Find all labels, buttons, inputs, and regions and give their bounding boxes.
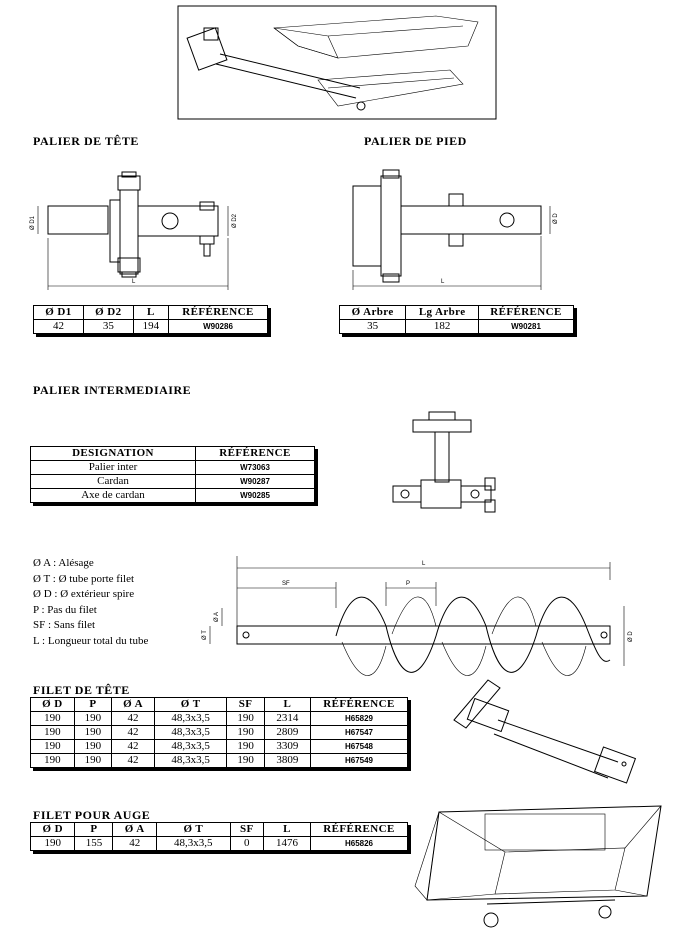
palier-tete-table: Ø D1 Ø D2 L RÉFÉRENCE 42 35 194 W90286 xyxy=(33,305,268,334)
col-header: Lg Arbre xyxy=(405,305,479,320)
table-row: 35 182 W90281 xyxy=(338,319,574,334)
table-row: Axe de cardan W90285 xyxy=(30,488,315,503)
col-header: P xyxy=(73,697,113,712)
table-row: Palier inter W73063 xyxy=(30,460,315,475)
table-row: 190 190 42 48,3x3,5 190 3809 H67549 xyxy=(30,753,408,768)
col-header: P xyxy=(74,822,114,837)
col-header: DESIGNATION xyxy=(30,446,196,461)
palier-pied-drawing: Ø D L xyxy=(352,169,559,290)
pied-d-label: Ø D xyxy=(553,213,559,224)
filet-auge-drawing xyxy=(414,805,662,928)
col-header: SF xyxy=(229,822,265,837)
col-header: Ø D1 xyxy=(33,305,84,320)
screw-t-label: Ø T xyxy=(202,630,208,640)
table-row: 190 190 42 48,3x3,5 190 3309 H67548 xyxy=(30,739,408,754)
col-header: RÉFÉRENCE xyxy=(310,822,408,837)
tete-d2-label: Ø D2 xyxy=(232,213,238,228)
legend-item: Ø T : Ø tube porte filet xyxy=(33,572,135,585)
filet-tete-title: FILET DE TÊTE xyxy=(33,683,130,697)
screw-drawing: L SF P Ø A Ø T Ø D xyxy=(202,556,634,676)
screw-l-label: L xyxy=(422,561,426,567)
col-header: RÉFÉRENCE xyxy=(168,305,268,320)
tete-d1-label: Ø D1 xyxy=(30,215,36,230)
col-header: L xyxy=(263,697,312,712)
col-header: Ø D xyxy=(29,822,76,837)
filet-tete-table: Ø D P Ø A Ø T SF L RÉFÉRENCE 190 190 42 … xyxy=(30,697,408,768)
legend: Ø A : Alésage Ø T : Ø tube porte filet Ø… xyxy=(33,556,148,649)
palier-pied-title: PALIER DE PIED xyxy=(364,134,467,148)
pied-l-label: L xyxy=(441,279,445,285)
legend-item: Ø A : Alésage xyxy=(33,557,94,569)
col-header: L xyxy=(132,305,170,320)
col-header: SF xyxy=(226,697,265,712)
col-header: L xyxy=(263,822,311,837)
col-header: Ø T xyxy=(153,697,228,712)
col-header: Ø A xyxy=(112,822,157,837)
palier-inter-table: DESIGNATION RÉFÉRENCE Palier inter W7306… xyxy=(30,446,315,503)
screw-d-label: Ø D xyxy=(628,631,634,642)
palier-inter-title: PALIER INTERMEDIAIRE xyxy=(33,383,192,397)
palier-tete-title: PALIER DE TÊTE xyxy=(33,134,139,148)
legend-item: P : Pas du filet xyxy=(33,603,97,616)
screw-sf-label: SF xyxy=(282,581,290,587)
legend-item: Ø D : Ø extérieur spire xyxy=(33,588,135,600)
screw-p-label: P xyxy=(406,581,410,587)
col-header: Ø D2 xyxy=(82,305,134,320)
palier-inter-drawing xyxy=(392,411,496,513)
col-header: Ø D xyxy=(30,697,75,712)
col-header: Ø A xyxy=(111,697,155,712)
legend-item: L : Longueur total du tube xyxy=(33,634,149,647)
table-row: 190 190 42 48,3x3,5 190 2314 H65829 xyxy=(30,711,408,726)
filet-auge-table: Ø D P Ø A Ø T SF L RÉFÉRENCE 190 155 42 … xyxy=(29,822,408,851)
palier-pied-table: Ø Arbre Lg Arbre RÉFÉRENCE 35 182 W90281 xyxy=(338,305,574,334)
col-header: RÉFÉRENCE xyxy=(310,697,408,712)
screw-a-label: Ø A xyxy=(214,612,220,622)
table-row: Cardan W90287 xyxy=(30,474,315,489)
table-row: 190 190 42 48,3x3,5 190 2809 H67547 xyxy=(30,725,408,740)
col-header: RÉFÉRENCE xyxy=(195,446,315,461)
col-header: Ø Arbre xyxy=(338,305,407,320)
tete-l-label: L xyxy=(132,279,136,285)
table-row: 42 35 194 W90286 xyxy=(33,319,268,334)
legend-item: SF : Sans filet xyxy=(33,619,96,631)
palier-tete-drawing: Ø D1 Ø D2 L xyxy=(30,171,238,290)
filet-tete-drawing xyxy=(453,679,637,784)
auger-overview-drawing xyxy=(177,5,497,120)
table-row: 190 155 42 48,3x3,5 0 1476 H65826 xyxy=(29,836,408,851)
filet-auge-title: FILET POUR AUGE xyxy=(33,808,151,822)
col-header: RÉFÉRENCE xyxy=(478,305,574,320)
col-header: Ø T xyxy=(155,822,231,837)
